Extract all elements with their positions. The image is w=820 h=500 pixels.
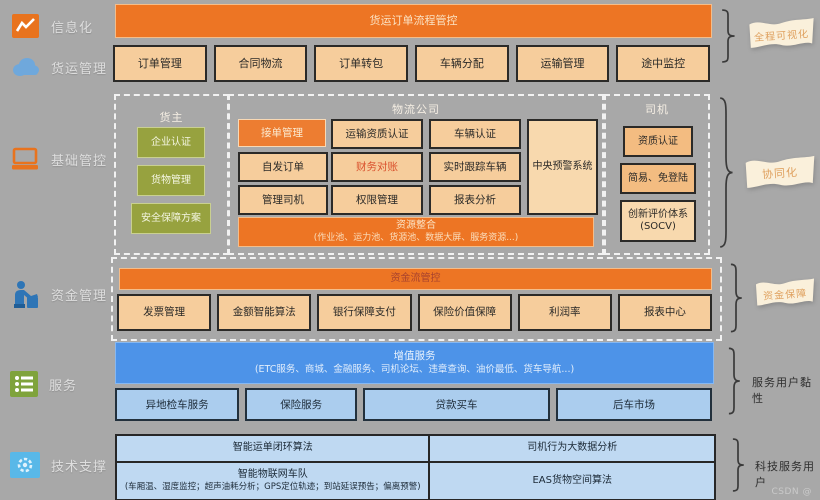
sidebar-item-informatization: 信息化 <box>10 13 93 39</box>
logistics-box: 自发订单 <box>238 152 328 182</box>
shipper-box: 企业认证 <box>137 127 205 158</box>
tech-table: 智能运单闭环算法 司机行为大数据分析 智能物联网车队 (车厢温、湿度监控；超声油… <box>115 434 716 500</box>
driver-box: 资质认证 <box>623 126 693 157</box>
banner-label: 协同化 <box>761 165 799 182</box>
funds-flow-bar-label: 资金流管控 <box>390 272 441 284</box>
tech-cell-eas-space: EAS货物空间算法 <box>532 474 612 486</box>
freight-box: 车辆分配 <box>415 45 509 82</box>
sidebar-item-freight-mgmt: 货运管理 <box>10 55 107 79</box>
freight-box: 订单管理 <box>113 45 207 82</box>
brace-services <box>727 347 741 415</box>
chart-icon <box>10 13 40 39</box>
banner-full-visibility: 全程可视化 <box>745 14 818 54</box>
tech-cell-smart-waybill: 智能运单闭环算法 <box>117 436 431 463</box>
tech-cell-driver-bigdata: 司机行为大数据分析 <box>430 436 714 463</box>
brace-tech <box>731 438 745 492</box>
funds-panel: 资金流管控 发票管理 金额智能算法 银行保障支付 保险价值保障 利润率 报表中心 <box>111 257 722 341</box>
logistics-box: 实时跟踪车辆 <box>429 152 521 182</box>
central-alert-system-box: 中央预警系统 <box>527 119 598 215</box>
shipper-panel: 货主 企业认证 货物管理 安全保障方案 <box>114 94 229 255</box>
sidebar-label: 基础管控 <box>51 153 108 169</box>
gear-icon <box>10 452 40 478</box>
note-user-stickiness: 服务用户黏性 <box>752 376 812 405</box>
driver-title: 司机 <box>645 103 669 116</box>
service-box: 后车市场 <box>555 388 712 421</box>
finance-person-icon <box>10 280 40 308</box>
brace-middle <box>718 95 734 250</box>
sidebar-label: 资金管理 <box>51 288 108 304</box>
brace-top <box>720 9 736 63</box>
funds-box: 银行保障支付 <box>317 294 412 331</box>
freight-box: 合同物流 <box>213 45 308 82</box>
funds-box: 发票管理 <box>117 294 212 331</box>
tech-iot-fleet-detail: (车厢温、湿度监控；超声油耗分析；GPS定位轨迹；到站延误预告；偏离预警) <box>124 481 421 492</box>
banner-label: 资金保障 <box>762 287 808 303</box>
sidebar-item-base-control: 基础管控 <box>10 146 107 172</box>
watermark: CSDN @ <box>771 487 812 497</box>
sidebar-label: 货运管理 <box>51 61 108 77</box>
value-added-services-detail: (ETC服务、商城、金融服务、司机论坛、违章查询、油价最低、货车导航...) <box>254 363 575 375</box>
resource-pool-detail: (作业池、运力池、货源池、数据大屏、服务资源...) <box>313 232 519 243</box>
sidebar-item-tech-support: 技术支撑 <box>10 452 107 478</box>
sidebar-label: 技术支撑 <box>51 459 108 475</box>
logistics-box: 权限管理 <box>331 185 423 215</box>
laptop-icon <box>10 146 40 172</box>
freight-box: 订单转包 <box>314 45 409 82</box>
banner-label: 全程可视化 <box>753 28 810 44</box>
funds-box: 金额智能算法 <box>217 294 312 331</box>
service-box: 异地检车服务 <box>115 388 240 421</box>
freight-flow-bar-label: 货运订单流程管控 <box>369 14 458 28</box>
list-icon <box>10 371 38 397</box>
freight-box: 途中监控 <box>616 45 711 82</box>
logistics-box: 车辆认证 <box>429 119 521 149</box>
cloud-icon <box>10 55 40 79</box>
shipper-box: 安全保障方案 <box>131 203 211 234</box>
value-added-services-title: 增值服务 <box>393 350 436 362</box>
resource-pool-bar: 资源整合 (作业池、运力池、货源池、数据大屏、服务资源...) <box>238 217 594 247</box>
logistics-box: 报表分析 <box>429 185 521 215</box>
sidebar-label: 服务 <box>49 378 78 394</box>
tech-cell-iot-fleet: 智能物联网车队 (车厢温、湿度监控；超声油耗分析；GPS定位轨迹；到站延误预告；… <box>117 463 431 499</box>
banner-collaboration: 协同化 <box>741 149 819 197</box>
driver-box: 创新评价体系 (SOCV) <box>620 200 696 242</box>
funds-box-row: 发票管理 金额智能算法 银行保障支付 保险价值保障 利润率 报表中心 <box>117 294 713 331</box>
tech-iot-fleet-title: 智能物联网车队 <box>237 469 308 481</box>
resource-pool-title: 资源整合 <box>396 220 436 232</box>
shipper-title: 货主 <box>159 111 184 124</box>
shipper-box: 货物管理 <box>137 165 205 196</box>
funds-box: 利润率 <box>517 294 612 331</box>
logistics-title: 物流公司 <box>392 103 440 116</box>
freight-flow-bar: 货运订单流程管控 <box>115 4 712 38</box>
service-box: 保险服务 <box>245 388 358 421</box>
logistics-panel: 物流公司 接单管理 运输资质认证 车辆认证 自发订单 财务对账 实时跟踪车辆 管… <box>228 94 604 255</box>
sidebar-item-services: 服务 <box>10 371 77 397</box>
banner-funds-guarantee: 资金保障 <box>752 272 818 314</box>
driver-panel: 司机 资质认证 简易、免登陆 创新评价体系 (SOCV) <box>604 94 710 255</box>
note-tech-service-user: 科技服务用户 <box>755 460 815 489</box>
logistics-box: 管理司机 <box>238 185 328 215</box>
value-added-services-bar: 增值服务 (ETC服务、商城、金融服务、司机论坛、违章查询、油价最低、货车导航.… <box>115 342 714 384</box>
funds-box: 保险价值保障 <box>417 294 512 331</box>
funds-flow-bar: 资金流管控 <box>119 268 712 290</box>
logistics-box-finance-reconciliation: 财务对账 <box>331 152 423 182</box>
sidebar-item-funds-mgmt: 资金管理 <box>10 280 107 308</box>
services-box-row: 异地检车服务 保险服务 贷款买车 后车市场 <box>115 388 712 421</box>
brace-funds <box>729 263 743 333</box>
funds-box: 报表中心 <box>617 294 713 331</box>
logistics-box-order-taking: 接单管理 <box>238 119 326 147</box>
driver-box: 简易、免登陆 <box>620 163 696 194</box>
logistics-box: 运输资质认证 <box>331 119 423 149</box>
sidebar-label: 信息化 <box>51 20 94 36</box>
freight-box: 运输管理 <box>515 45 610 82</box>
freight-box-row: 订单管理 合同物流 订单转包 车辆分配 运输管理 途中监控 <box>113 45 711 82</box>
service-box: 贷款买车 <box>363 388 550 421</box>
